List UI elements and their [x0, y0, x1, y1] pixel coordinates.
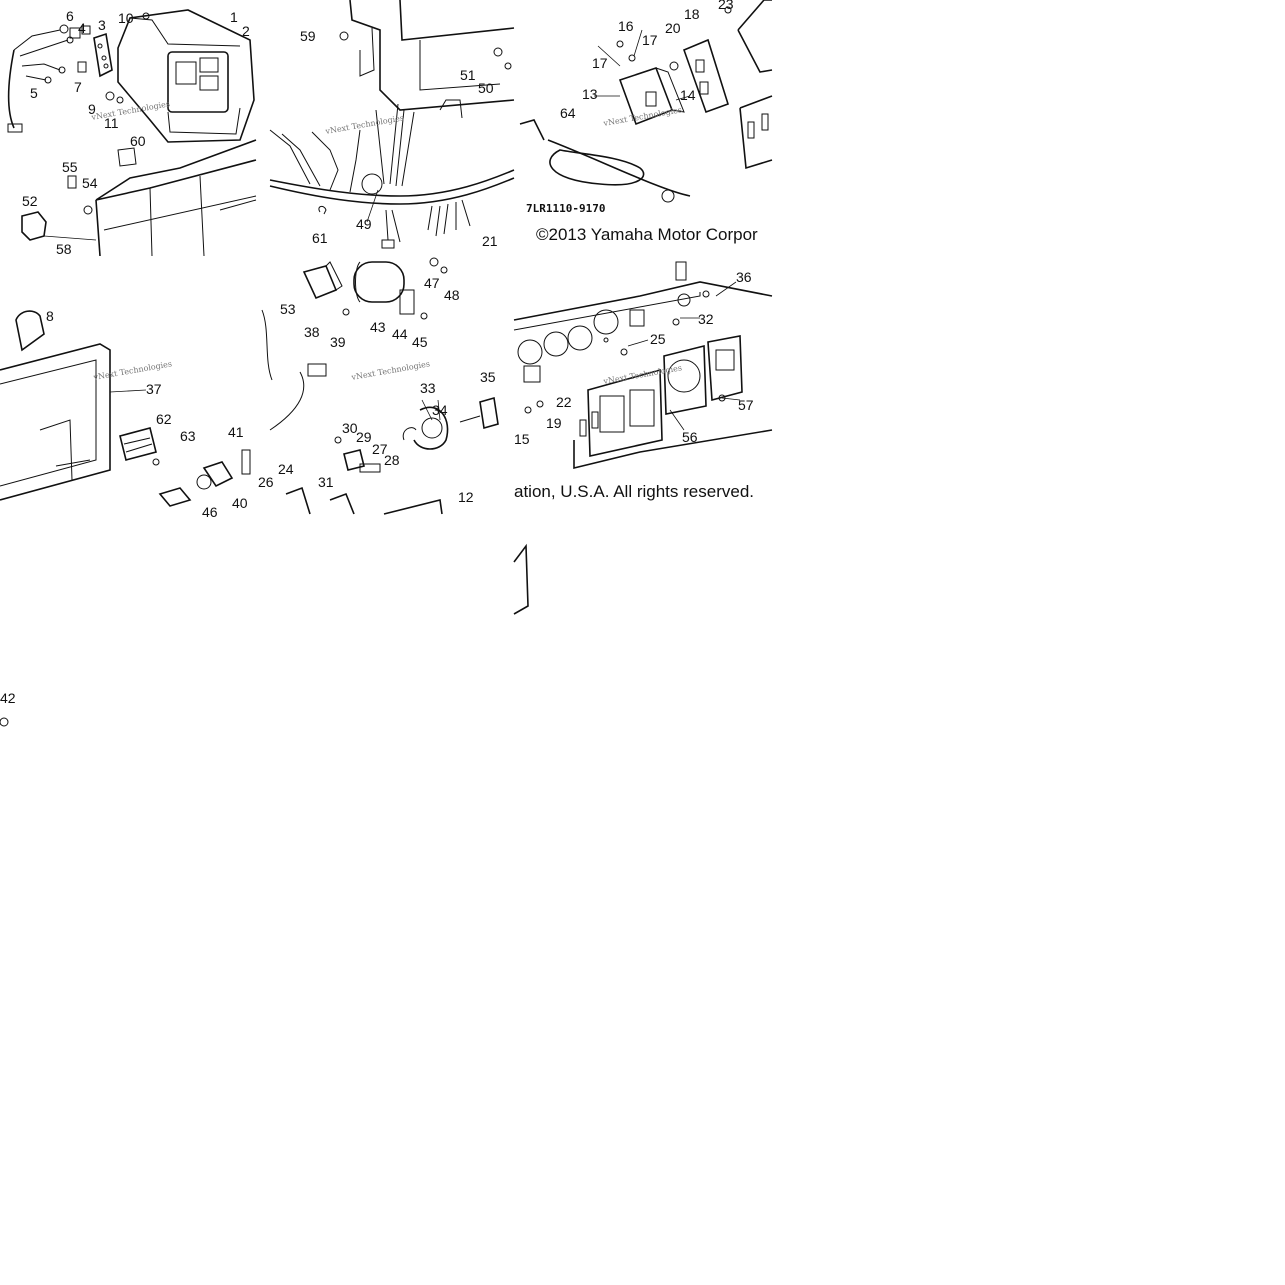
- callout-63: 63: [180, 428, 196, 444]
- callout-12: 12: [458, 489, 474, 505]
- callout-19: 19: [546, 415, 562, 431]
- control-box-cover-assembly: [7, 9, 257, 257]
- watermark: vNext Technologies: [350, 359, 431, 382]
- watermark: vNext Technologies: [90, 99, 171, 122]
- copyright-line-2: ation, U.S.A. All rights reserved.: [514, 482, 754, 501]
- part-code: 7LR1110-9170: [526, 202, 605, 215]
- callout-22: 22: [556, 394, 572, 410]
- callout-34: 34: [432, 402, 448, 418]
- callout-27: 27: [372, 441, 388, 457]
- callout-45: 45: [412, 334, 428, 350]
- callout-37: 37: [146, 381, 162, 397]
- callout-21: 21: [482, 233, 498, 249]
- callout-16: 16: [618, 18, 634, 34]
- callout-39: 39: [330, 334, 346, 350]
- callout-1: 1: [230, 9, 238, 25]
- callout-54: 54: [82, 175, 98, 191]
- callout-4: 4: [78, 20, 86, 36]
- callout-17: 17: [592, 55, 608, 71]
- callout-35: 35: [480, 369, 496, 385]
- frame-assembly: [0, 310, 251, 727]
- callout-62: 62: [156, 411, 172, 427]
- callout-41: 41: [228, 424, 244, 440]
- callout-42: 42: [0, 690, 16, 706]
- callout-20: 20: [665, 20, 681, 36]
- callout-52: 52: [22, 193, 38, 209]
- callout-56: 56: [682, 429, 698, 445]
- callout-7: 7: [74, 79, 82, 95]
- copyright-line-1: ©2013 Yamaha Motor Corpor: [536, 225, 758, 244]
- callout-31: 31: [318, 474, 334, 490]
- callout-50: 50: [478, 80, 494, 96]
- callout-40: 40: [232, 495, 248, 511]
- callout-30: 30: [342, 420, 358, 436]
- watermark: vNext Technologies: [602, 105, 683, 128]
- callout-6: 6: [66, 8, 74, 24]
- callout-51: 51: [460, 67, 476, 83]
- callout-25: 25: [650, 331, 666, 347]
- callout-32: 32: [698, 311, 714, 327]
- watermark: vNext Technologies: [602, 363, 683, 386]
- capacitor-and-switch-assembly: [261, 257, 499, 515]
- callout-57: 57: [738, 397, 754, 413]
- watermark: vNext Technologies: [92, 359, 173, 382]
- wire-harness-assembly: [269, 0, 515, 249]
- callout-2: 2: [242, 23, 250, 39]
- callout-29: 29: [356, 429, 372, 445]
- callout-61: 61: [312, 230, 328, 246]
- callout-59: 59: [300, 28, 316, 44]
- callout-33: 33: [420, 380, 436, 396]
- callout-64: 64: [560, 105, 576, 121]
- callout-55: 55: [62, 159, 78, 175]
- watermark: vNext Technologies: [324, 113, 405, 136]
- callout-5: 5: [30, 85, 38, 101]
- callout-28: 28: [384, 452, 400, 468]
- callout-18: 18: [684, 6, 700, 22]
- callout-8: 8: [46, 308, 54, 324]
- callout-14: 14: [680, 87, 696, 103]
- callout-9: 9: [88, 101, 96, 117]
- callout-38: 38: [304, 324, 320, 340]
- callout-53: 53: [280, 301, 296, 317]
- callout-10: 10: [118, 10, 134, 26]
- callout-43: 43: [370, 319, 386, 335]
- callout-23: 23: [718, 0, 734, 12]
- callout-17: 17: [642, 32, 658, 48]
- callout-24: 24: [278, 461, 294, 477]
- callout-46: 46: [202, 504, 218, 520]
- callout-47: 47: [424, 275, 440, 291]
- control-panel-assembly: [513, 261, 773, 615]
- callout-26: 26: [258, 474, 274, 490]
- callout-15: 15: [514, 431, 530, 447]
- outlet-and-cord-assembly: [519, 0, 773, 203]
- callout-36: 36: [736, 269, 752, 285]
- callout-58: 58: [56, 241, 72, 257]
- callout-48: 48: [444, 287, 460, 303]
- callout-60: 60: [130, 133, 146, 149]
- callout-11: 11: [104, 115, 119, 131]
- callout-49: 49: [356, 216, 372, 232]
- callout-13: 13: [582, 86, 598, 102]
- callout-44: 44: [392, 326, 408, 342]
- callout-3: 3: [98, 17, 106, 33]
